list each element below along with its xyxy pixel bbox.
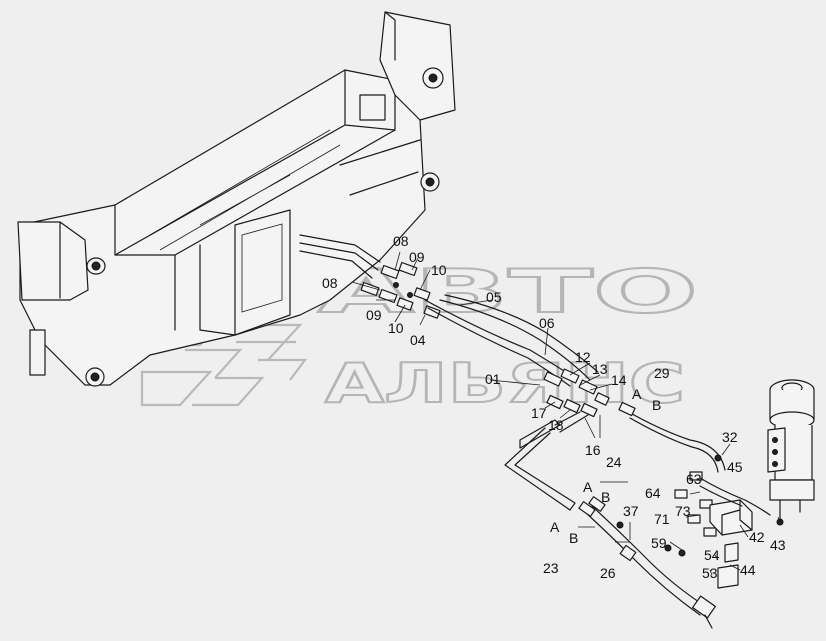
boom-assembly — [17, 11, 456, 387]
callout-16: 16 — [585, 442, 601, 458]
callout-24: 24 — [606, 454, 622, 470]
callout-09-upper: 09 — [409, 249, 425, 265]
callout-10-lower: 10 — [388, 320, 404, 336]
hose-26 — [578, 496, 716, 629]
leader-lines — [351, 251, 781, 576]
boom-pipe-upper — [299, 234, 381, 263]
fittings-cluster-upper — [360, 261, 441, 319]
callout-05: 05 — [486, 289, 502, 305]
callout-37: 37 — [623, 503, 639, 519]
boom-top-bracket — [379, 11, 456, 121]
callout-labels: 08 08 09 10 09 10 04 05 06 01 12 13 14 1… — [322, 233, 786, 581]
watermark-line2: АЛЬЯНС — [325, 352, 685, 415]
callout-59: 59 — [651, 535, 667, 551]
callout-12: 12 — [575, 349, 591, 365]
callout-26: 26 — [600, 565, 616, 581]
callout-01: 01 — [485, 371, 501, 387]
callout-63: 63 — [686, 471, 702, 487]
callout-14: 14 — [611, 372, 627, 388]
callout-43: 43 — [770, 537, 786, 553]
callout-B-23: B — [569, 530, 578, 546]
callout-10-upper: 10 — [431, 262, 447, 278]
valve-group — [616, 454, 784, 589]
callout-18: 18 — [548, 417, 564, 433]
rotary-joint — [767, 379, 815, 521]
callout-A-23: A — [550, 519, 560, 535]
callout-04: 04 — [410, 332, 426, 348]
callout-54: 54 — [704, 547, 720, 563]
callout-42: 42 — [749, 529, 765, 545]
boom-mount-plate — [234, 209, 291, 336]
callout-71: 71 — [654, 511, 670, 527]
callout-08-left: 08 — [322, 275, 338, 291]
callout-B-29: B — [652, 397, 661, 413]
callout-32: 32 — [722, 429, 738, 445]
callout-45: 45 — [727, 459, 743, 475]
callout-06: 06 — [539, 315, 555, 331]
callout-A-24: A — [583, 479, 593, 495]
callout-13: 13 — [592, 361, 608, 377]
callout-23: 23 — [543, 560, 559, 576]
callout-53: 53 — [702, 565, 718, 581]
hose-bundle — [424, 294, 599, 387]
callout-B-24: B — [601, 489, 610, 505]
fittings-cluster-middle — [543, 368, 610, 418]
callout-09-lower: 09 — [366, 307, 382, 323]
callout-64: 64 — [645, 485, 661, 501]
z-pipe — [504, 411, 589, 511]
callout-A-29: A — [632, 386, 642, 402]
callout-44: 44 — [740, 562, 756, 578]
callout-73: 73 — [675, 503, 691, 519]
callout-29: 29 — [654, 365, 670, 381]
callout-08-upper: 08 — [393, 233, 409, 249]
callout-17: 17 — [531, 405, 547, 421]
